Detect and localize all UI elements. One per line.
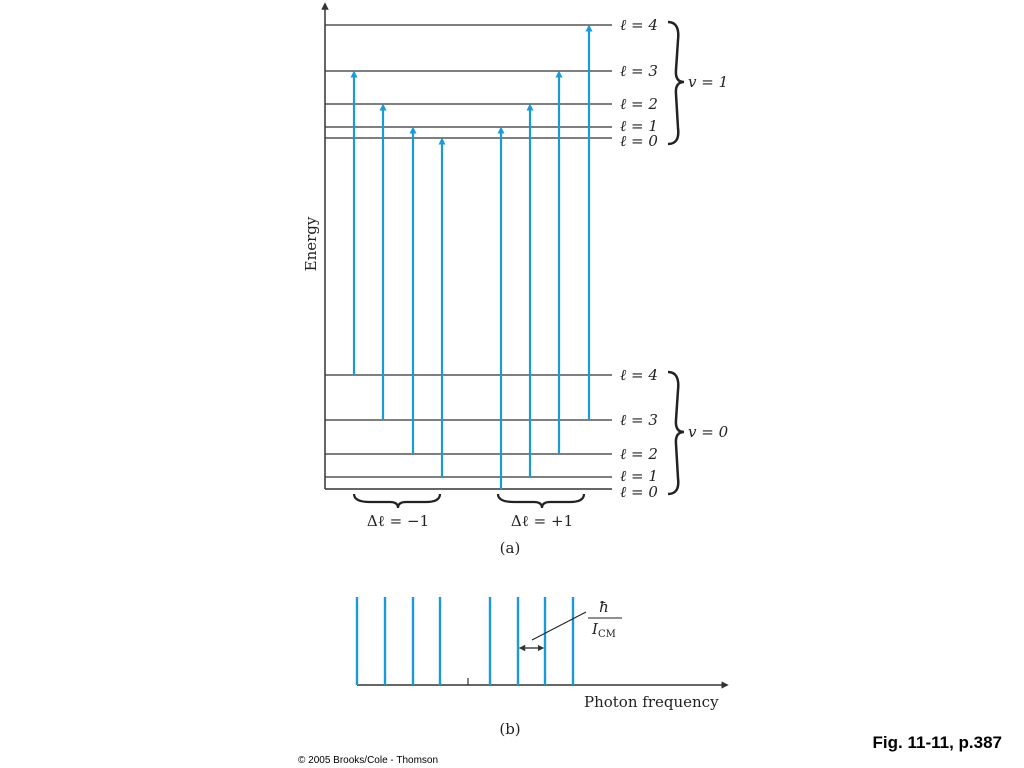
upper-label-4: ℓ = 4 (620, 16, 658, 34)
lower-label-1: ℓ = 1 (620, 467, 658, 485)
lower-label-0: ℓ = 0 (620, 483, 658, 501)
energy-axis-label: Energy (302, 216, 320, 271)
upper-label-1: ℓ = 1 (620, 117, 658, 135)
plus-branch-brace (496, 493, 586, 509)
lower-label-3: ℓ = 3 (620, 411, 658, 429)
upper-levels (325, 24, 612, 139)
lower-label-4: ℓ = 4 (620, 366, 658, 384)
transition-arrows (350, 24, 593, 489)
upper-label-2: ℓ = 2 (620, 95, 658, 113)
spacing-numerator: ħ (599, 598, 609, 616)
spacing-leader-line (531, 611, 587, 641)
lower-label-2: ℓ = 2 (620, 445, 658, 463)
minus-branch-label: Δℓ = −1 (367, 512, 429, 530)
lower-level-labels: ℓ = 4 ℓ = 3 ℓ = 2 ℓ = 1 ℓ = 0 (620, 366, 658, 501)
upper-brace (667, 20, 685, 146)
lower-vibrational-label: v = 0 (688, 423, 729, 441)
copyright-notice: © 2005 Brooks/Cole - Thomson (298, 755, 439, 766)
upper-label-0: ℓ = 0 (620, 132, 658, 150)
lower-brace (667, 370, 685, 496)
upper-vibrational-label: v = 1 (688, 73, 728, 91)
upper-label-3: ℓ = 3 (620, 62, 658, 80)
plus-branch-label: Δℓ = +1 (511, 512, 573, 530)
panel-a-caption: (a) (500, 539, 521, 557)
spacing-denominator: ICM (591, 620, 616, 640)
upper-level-labels: ℓ = 4 ℓ = 3 ℓ = 2 ℓ = 1 ℓ = 0 (620, 16, 658, 150)
spacing-denominator-subscript: CM (598, 629, 616, 640)
frequency-axis-label: Photon frequency (584, 693, 719, 711)
lower-levels (325, 374, 612, 490)
spacing-denominator-main: I (591, 620, 599, 638)
figure-reference: Fig. 11-11, p.387 (872, 733, 1002, 752)
panel-b-caption: (b) (499, 720, 520, 738)
spectral-lines (355, 597, 575, 685)
minus-branch-brace (352, 493, 442, 509)
